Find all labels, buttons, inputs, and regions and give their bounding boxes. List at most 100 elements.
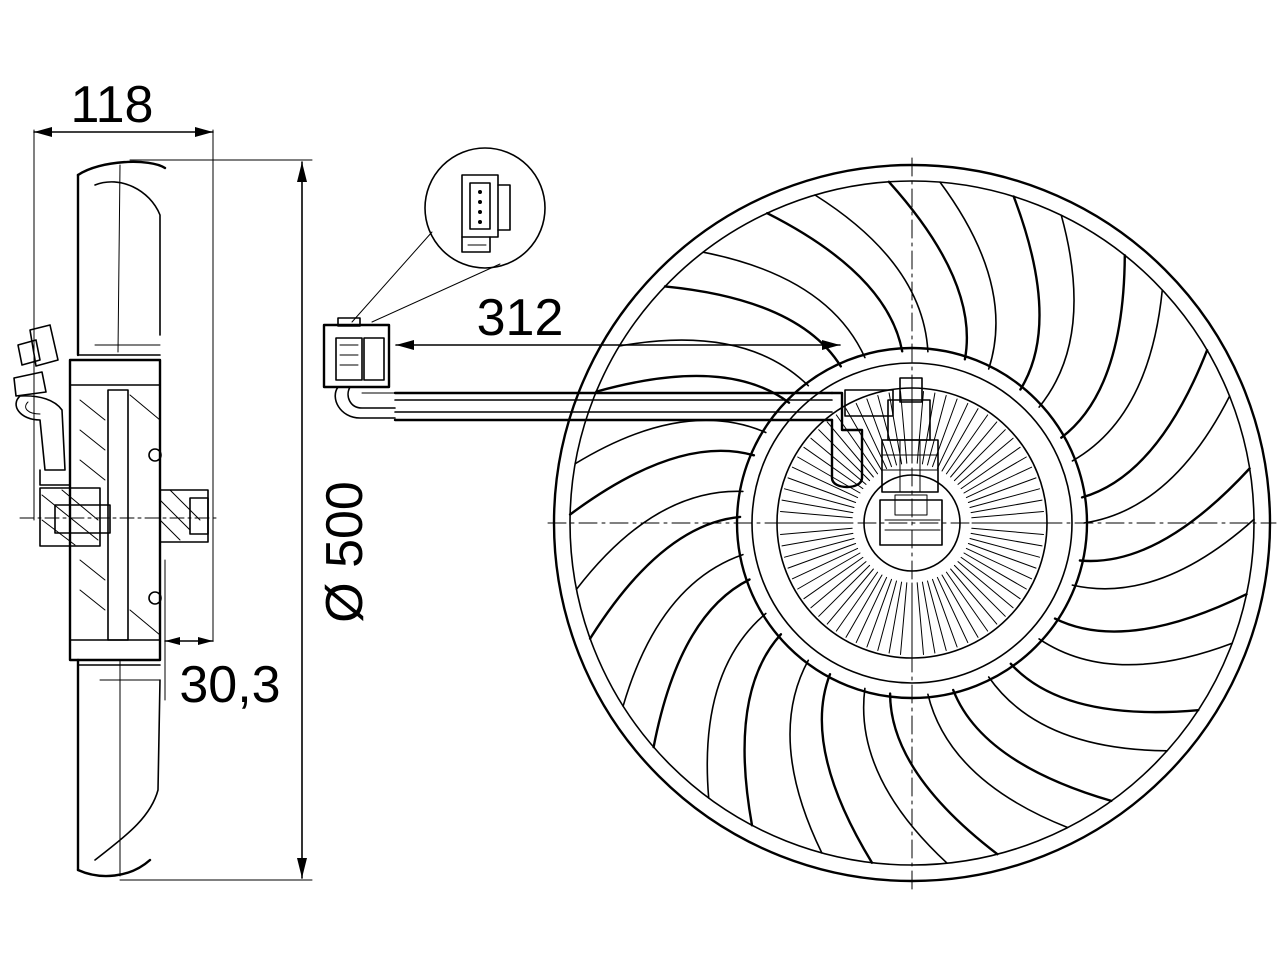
cooling-fin (953, 429, 1006, 482)
cooling-fin (957, 561, 1014, 609)
dimension-312: 312 (395, 289, 841, 350)
blade-leading-edge (1038, 638, 1233, 666)
blade-trailing-edge (1053, 593, 1248, 633)
cooling-fin (784, 538, 855, 558)
cooling-fin (835, 571, 879, 632)
cooling-fin (936, 402, 969, 470)
upper-blade (76, 160, 167, 357)
cooling-fin (888, 581, 903, 654)
cooling-fin (781, 532, 854, 547)
cooling-fin (960, 446, 1021, 490)
dimension-118: 118 (33, 76, 214, 641)
clutch-cooling-fins (779, 390, 1045, 656)
blade-leading-edge (1071, 289, 1164, 462)
connector-detail (351, 147, 546, 323)
clutch-hub-section (39, 358, 209, 662)
cooling-fin (877, 580, 897, 651)
side-view: 118 (13, 76, 374, 881)
cooling-fin (967, 477, 1037, 503)
blade-leading-edge (939, 181, 997, 370)
dimension-30-3-label: 30,3 (179, 656, 280, 714)
sensor-cable-arm (393, 377, 939, 493)
blade-leading-edge (574, 419, 767, 465)
blade-trailing-edge (820, 673, 874, 864)
cooling-fin (970, 532, 1043, 547)
blade-trailing-edge (1060, 254, 1126, 439)
blade-leading-edge (987, 676, 1168, 752)
dimension-30-3: 30,3 (164, 559, 281, 714)
blade-leading-edge (814, 194, 929, 353)
blade-leading-edge (702, 251, 866, 359)
cooling-fin (960, 556, 1021, 600)
cooling-fin (780, 527, 853, 535)
cooling-fin (803, 446, 864, 490)
dimension-118-label: 118 (71, 76, 154, 134)
cooling-fin (810, 437, 867, 485)
blade-trailing-edge (888, 692, 999, 856)
blade-trailing-edge (743, 633, 783, 827)
cooling-fin (781, 499, 854, 514)
front-view: 312 (322, 147, 1277, 891)
cooling-fin (780, 511, 853, 519)
cooling-fin (810, 561, 867, 609)
cooling-fin (945, 414, 989, 475)
sensor-connector (322, 317, 396, 419)
lower-blade (76, 658, 161, 878)
blade-trailing-edge (766, 212, 904, 353)
cooling-fin (921, 581, 936, 654)
fan-blades (568, 180, 1255, 864)
cooling-fin (927, 580, 947, 651)
cooling-fin (784, 488, 855, 508)
dimension-diameter-500-label: Ø 500 (316, 481, 374, 623)
cooling-fin (957, 437, 1014, 485)
cooling-fin (797, 552, 861, 590)
dimension-diameter-500: Ø 500 (119, 159, 374, 881)
cooling-fin (787, 477, 857, 503)
blade-leading-edge (789, 659, 823, 854)
blade-trailing-edge (1009, 662, 1200, 714)
blade-leading-edge (622, 553, 744, 707)
blade-trailing-edge (652, 578, 751, 749)
blade-trailing-edge (1012, 195, 1041, 391)
cooling-fin (967, 543, 1037, 569)
cooling-fin (866, 578, 892, 648)
cooling-fin (950, 421, 998, 478)
blade-trailing-edge (1080, 349, 1209, 499)
cooling-fin (941, 408, 979, 472)
cooling-fin (877, 395, 897, 466)
cooling-fin (826, 568, 874, 625)
cooling-fin (941, 574, 979, 638)
cooling-fin (787, 543, 857, 569)
blade-trailing-edge (952, 688, 1113, 803)
blade-trailing-edge (588, 515, 742, 640)
cooling-fin (900, 391, 908, 464)
clutch-center-boss (863, 474, 961, 572)
cooling-fin (791, 547, 859, 580)
cooling-fin (965, 547, 1033, 580)
blade-leading-edge (706, 612, 767, 799)
cooling-fin (971, 511, 1044, 519)
hub-outer-ring (735, 346, 1089, 700)
blade-trailing-edge (1078, 467, 1251, 563)
cooling-fin (963, 552, 1027, 590)
cooling-fin (845, 408, 883, 472)
cooling-fin (791, 466, 859, 499)
blade-trailing-edge (595, 374, 791, 404)
cooling-fin (803, 556, 864, 600)
blade-leading-edge (1083, 395, 1231, 524)
blade-leading-edge (575, 490, 744, 591)
cooling-fin (953, 564, 1006, 617)
cooling-fin (969, 538, 1040, 558)
blade-trailing-edge (663, 285, 842, 368)
cooling-fin (971, 527, 1044, 535)
cooling-fin (826, 421, 874, 478)
cooling-fin (950, 568, 998, 625)
blade-leading-edge (1038, 214, 1075, 408)
cooling-fin (963, 456, 1027, 494)
cooling-fin (936, 576, 969, 644)
dimension-312-label: 312 (477, 289, 564, 347)
blade-trailing-edge (568, 449, 756, 516)
blade-leading-edge (618, 339, 810, 387)
cooling-fin (932, 578, 958, 648)
